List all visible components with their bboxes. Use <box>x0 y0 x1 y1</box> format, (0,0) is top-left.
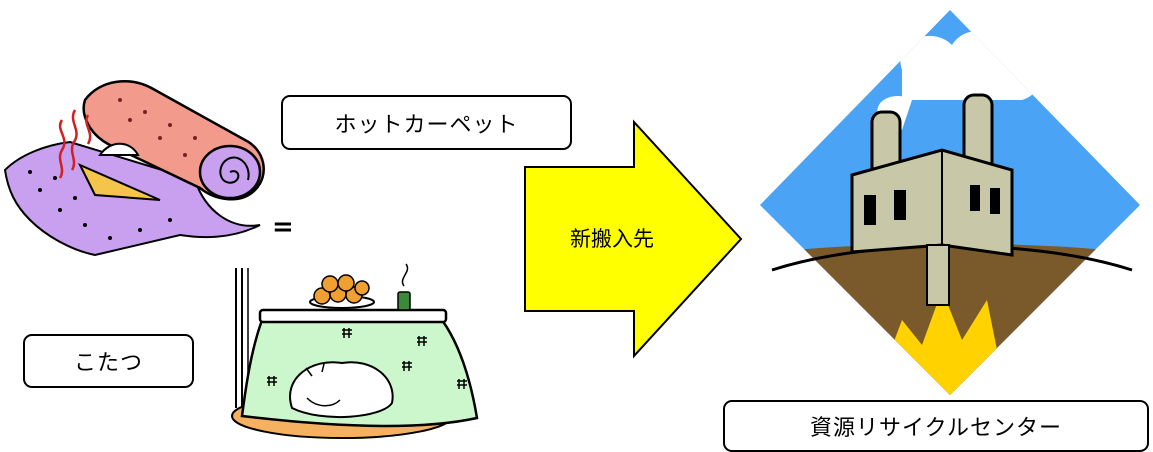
recycle-center-label: 資源リサイクルセンター <box>723 400 1149 452</box>
kotatsu-with-cat-icon <box>231 263 479 439</box>
arrow-label: 新搬入先 <box>570 227 654 251</box>
equals-sign: = <box>272 212 294 242</box>
factory-diamond-icon <box>760 10 1140 395</box>
rolled-hot-carpet-icon <box>3 80 265 257</box>
hot-carpet-label: ホットカーペット <box>281 95 572 150</box>
kotatsu-label: こたつ <box>23 334 194 388</box>
right-arrow-icon <box>524 119 743 359</box>
